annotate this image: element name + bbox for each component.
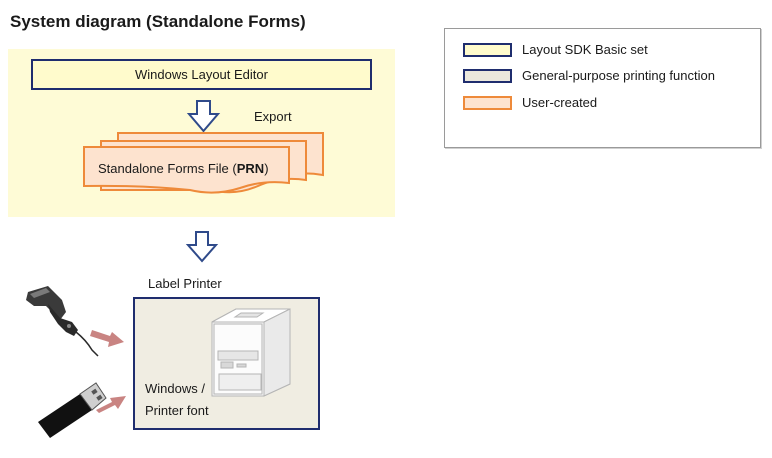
legend-swatch-user-created — [463, 95, 512, 110]
legend-item-basic-set: Layout SDK Basic set — [463, 42, 648, 57]
layout-editor-box: Windows Layout Editor — [31, 59, 372, 90]
printer-font-line2: Printer font — [145, 403, 209, 418]
forms-file-label-prefix: Standalone Forms File ( — [98, 161, 237, 176]
legend-label-general-printing: General-purpose printing function — [522, 68, 715, 83]
legend-item-general-printing: General-purpose printing function — [463, 68, 715, 83]
forms-file-label: Standalone Forms File (PRN) — [98, 161, 269, 176]
usb-drive-icon — [38, 382, 107, 438]
usb-feed-arrow-icon — [96, 396, 126, 413]
printer-font-line1: Windows / — [145, 381, 205, 396]
legend-item-user-created: User-created — [463, 95, 597, 110]
forms-file-label-format: PRN — [236, 161, 265, 176]
legend-swatch-basic-set — [463, 42, 512, 57]
legend-swatch-general-printing — [463, 68, 512, 83]
diagram-title: System diagram (Standalone Forms) — [10, 12, 306, 31]
forms-file-label-suffix: ) — [264, 161, 269, 176]
printer-down-arrow-icon — [185, 231, 219, 263]
layout-editor-label: Windows Layout Editor — [135, 67, 268, 82]
barcode-scanner-icon — [26, 286, 99, 357]
legend-box: Layout SDK Basic set General-purpose pri… — [444, 28, 761, 148]
file-document-front — [83, 146, 290, 194]
legend-label-user-created: User-created — [522, 95, 598, 110]
label-printer-title: Label Printer — [148, 276, 222, 291]
printer-font-label: Windows / Printer font — [145, 378, 209, 422]
legend-label-basic-set: Layout SDK Basic set — [522, 42, 648, 57]
export-label: Export — [254, 109, 292, 124]
scanner-feed-arrow-icon — [90, 330, 124, 347]
export-down-arrow-icon — [186, 100, 221, 133]
